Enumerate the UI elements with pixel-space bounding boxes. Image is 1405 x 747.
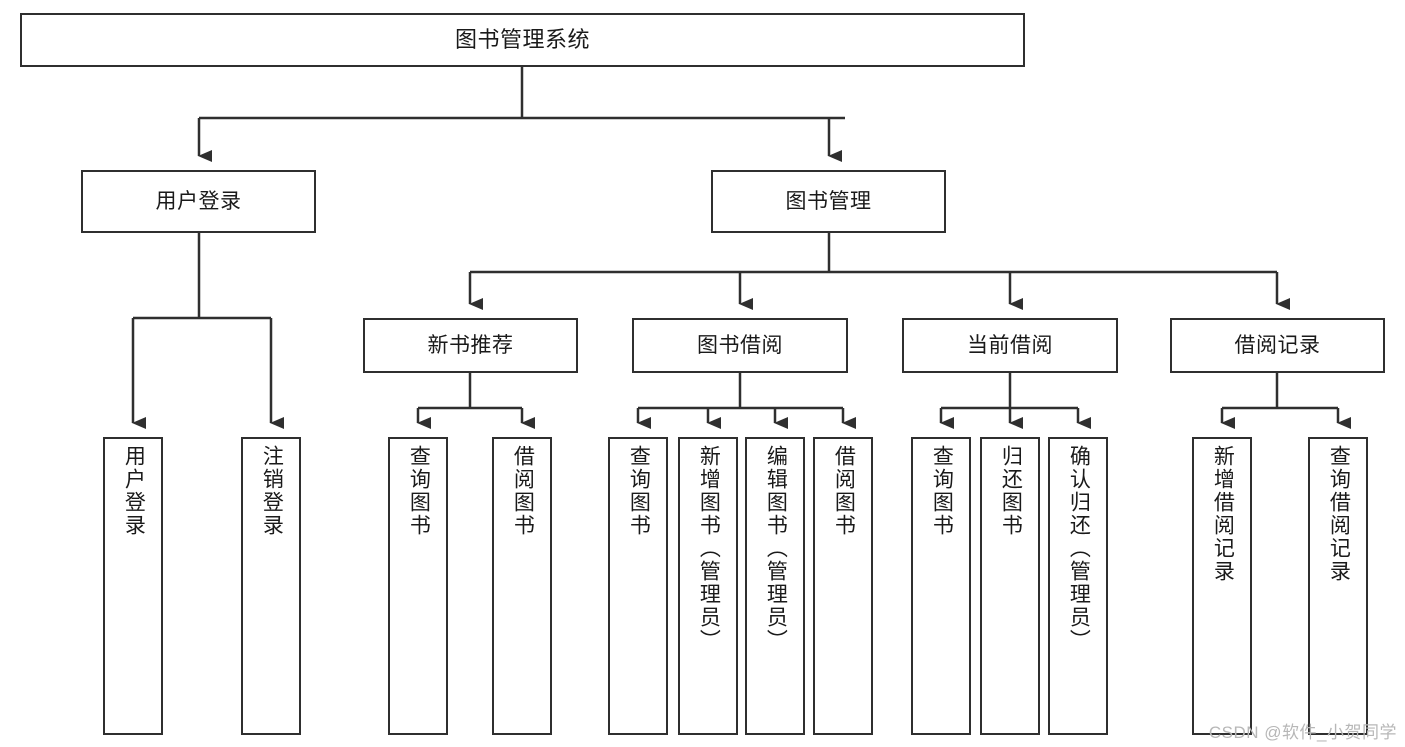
node-leaf-edit-book-label: 编辑图书（管理员） xyxy=(764,445,788,652)
node-book-manage-label: 图书管理 xyxy=(785,189,872,213)
node-leaf-user-logout[interactable]: 注销登录 xyxy=(241,437,301,735)
node-leaf-query-book-3[interactable]: 查询图书 xyxy=(911,437,971,735)
node-leaf-query-book-3-label: 查询图书 xyxy=(930,445,954,537)
node-leaf-user-login[interactable]: 用户登录 xyxy=(103,437,163,735)
node-leaf-user-logout-label: 注销登录 xyxy=(260,445,284,537)
node-new-book-recommend[interactable]: 新书推荐 xyxy=(363,318,578,373)
node-root-label: 图书管理系统 xyxy=(454,26,590,52)
node-borrow-record-label: 借阅记录 xyxy=(1234,333,1321,357)
node-leaf-borrow-book-2-label: 借阅图书 xyxy=(832,445,856,537)
node-leaf-borrow-book-2[interactable]: 借阅图书 xyxy=(813,437,873,735)
node-leaf-user-login-label: 用户登录 xyxy=(122,445,146,537)
node-borrow-record[interactable]: 借阅记录 xyxy=(1170,318,1385,373)
node-leaf-add-book-label: 新增图书（管理员） xyxy=(697,445,721,652)
node-current-borrow[interactable]: 当前借阅 xyxy=(902,318,1118,373)
node-leaf-return-book-label: 归还图书 xyxy=(999,445,1023,537)
csdn-watermark: CSDN @软件_小贺同学 xyxy=(1208,723,1397,742)
node-current-borrow-label: 当前借阅 xyxy=(967,333,1053,357)
node-book-manage[interactable]: 图书管理 xyxy=(711,170,946,233)
node-leaf-add-record-label: 新增借阅记录 xyxy=(1211,445,1235,583)
node-user-login-label: 用户登录 xyxy=(155,189,242,213)
node-user-login[interactable]: 用户登录 xyxy=(81,170,316,233)
node-leaf-add-book[interactable]: 新增图书（管理员） xyxy=(678,437,738,735)
node-leaf-edit-book[interactable]: 编辑图书（管理员） xyxy=(745,437,805,735)
node-root[interactable]: 图书管理系统 xyxy=(20,13,1025,67)
node-leaf-query-book-2-label: 查询图书 xyxy=(627,445,651,537)
node-book-borrow[interactable]: 图书借阅 xyxy=(632,318,848,373)
node-leaf-query-book-2[interactable]: 查询图书 xyxy=(608,437,668,735)
node-leaf-borrow-book-1[interactable]: 借阅图书 xyxy=(492,437,552,735)
node-book-borrow-label: 图书借阅 xyxy=(697,333,783,357)
node-leaf-confirm-return-label: 确认归还（管理员） xyxy=(1067,445,1091,652)
node-leaf-return-book[interactable]: 归还图书 xyxy=(980,437,1040,735)
node-leaf-query-book-1-label: 查询图书 xyxy=(407,445,431,537)
node-new-book-recommend-label: 新书推荐 xyxy=(427,333,514,357)
node-leaf-query-record[interactable]: 查询借阅记录 xyxy=(1308,437,1368,735)
node-leaf-query-record-label: 查询借阅记录 xyxy=(1327,445,1351,583)
node-leaf-query-book-1[interactable]: 查询图书 xyxy=(388,437,448,735)
node-leaf-add-record[interactable]: 新增借阅记录 xyxy=(1192,437,1252,735)
node-leaf-confirm-return[interactable]: 确认归还（管理员） xyxy=(1048,437,1108,735)
node-leaf-borrow-book-1-label: 借阅图书 xyxy=(511,445,535,537)
